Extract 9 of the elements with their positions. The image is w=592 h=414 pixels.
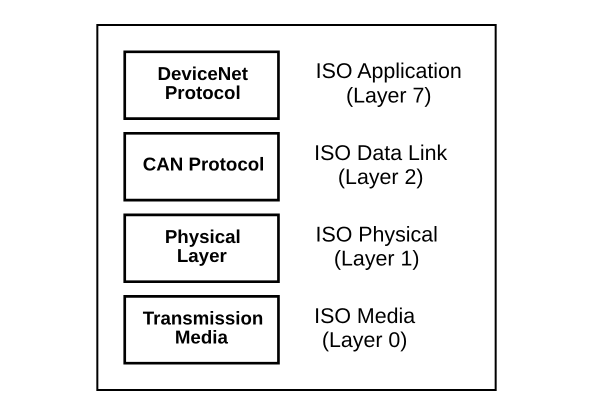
node-label: ISO Data Link (Layer 2)	[314, 140, 447, 188]
node-box: Physical Layer	[122, 213, 280, 283]
node-label: ISO Media (Layer 0)	[314, 303, 415, 352]
node-label: ISO Application (Layer 7)	[315, 58, 462, 107]
cluster	[96, 24, 496, 390]
node-box: Transmission Media	[122, 294, 280, 364]
node-box: DeviceNet Protocol	[122, 50, 280, 120]
node-box: CAN Protocol	[122, 131, 280, 201]
node-label: ISO Physical (Layer 1)	[315, 222, 438, 270]
